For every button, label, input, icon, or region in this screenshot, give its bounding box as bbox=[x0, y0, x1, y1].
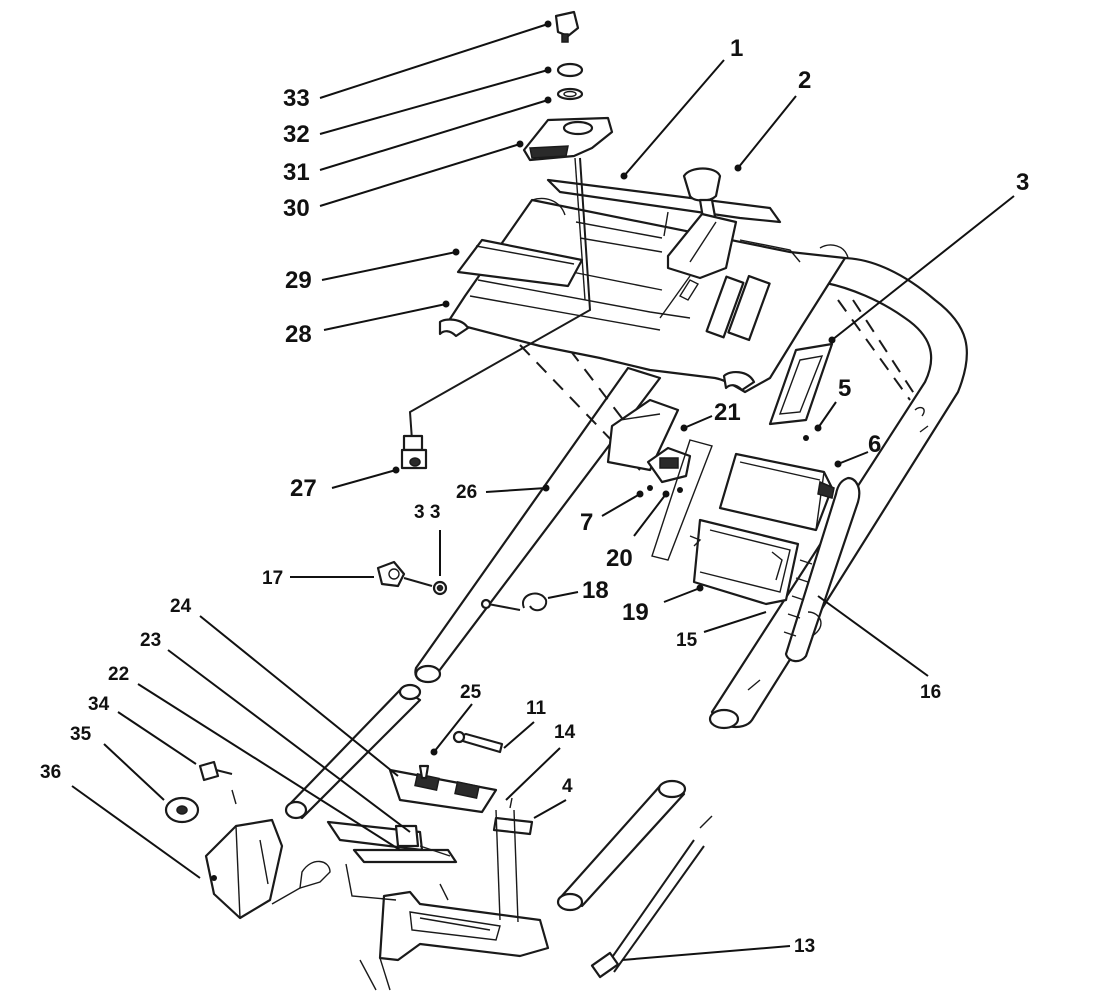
callout-4: 4 bbox=[562, 776, 573, 797]
switch-wire bbox=[408, 157, 592, 441]
lower-left-tube bbox=[284, 683, 422, 820]
callout-3: 3 bbox=[1016, 169, 1029, 196]
battery-box bbox=[651, 439, 800, 606]
decal-part-1 bbox=[546, 178, 782, 224]
left-mount-bracket bbox=[204, 818, 284, 920]
callout-20: 20 bbox=[606, 545, 633, 572]
clip-part-18 bbox=[480, 592, 548, 612]
callout-18: 18 bbox=[582, 577, 609, 604]
callout-labels: 33 32 31 30 29 28 1 2 3 5 6 21 7 20 19 1… bbox=[40, 35, 1029, 957]
switch-wire-2 bbox=[574, 157, 586, 301]
key-assembly bbox=[554, 10, 584, 101]
callout-33: 33 bbox=[283, 85, 310, 112]
bolt-part-34 bbox=[198, 760, 237, 805]
battery bbox=[718, 452, 835, 532]
left-handle-rail bbox=[414, 366, 662, 684]
lower-right-tube bbox=[556, 779, 687, 912]
console-panel bbox=[438, 197, 849, 394]
callout-15: 15 bbox=[676, 630, 698, 651]
plate-part-3 bbox=[768, 342, 834, 441]
callout-29: 29 bbox=[285, 267, 312, 294]
shift-lever-assembly bbox=[659, 167, 738, 319]
callout-32: 32 bbox=[283, 121, 310, 148]
callout-6: 6 bbox=[868, 431, 881, 458]
callout-31: 31 bbox=[283, 159, 310, 186]
lower-bracket-assembly bbox=[326, 730, 534, 864]
control-rod bbox=[590, 815, 713, 979]
callout-7: 7 bbox=[580, 509, 593, 536]
callout-5: 5 bbox=[838, 375, 851, 402]
callout-26: 26 bbox=[456, 482, 477, 503]
bolt-part-17 bbox=[376, 560, 433, 588]
callout-30: 30 bbox=[283, 195, 310, 222]
bracket-part-21 bbox=[606, 398, 680, 472]
leader-lines bbox=[71, 20, 1015, 961]
right-handle-rail bbox=[708, 257, 969, 730]
callout-36: 36 bbox=[40, 762, 61, 783]
decal-part-29 bbox=[456, 238, 584, 288]
connector-plug bbox=[400, 434, 428, 470]
callout-34: 34 bbox=[88, 694, 110, 715]
callout-25: 25 bbox=[460, 682, 482, 703]
hold-down-strap bbox=[783, 476, 861, 663]
callout-27: 27 bbox=[290, 475, 317, 502]
callout-23: 23 bbox=[140, 630, 161, 651]
callout-21: 21 bbox=[714, 399, 741, 426]
callout-1: 1 bbox=[730, 35, 743, 62]
callout-11: 11 bbox=[526, 698, 547, 719]
callout-13: 13 bbox=[794, 936, 815, 957]
callout-24: 24 bbox=[170, 596, 192, 617]
callout-28: 28 bbox=[285, 321, 312, 348]
callout-35: 35 bbox=[70, 724, 92, 745]
callout-16: 16 bbox=[920, 682, 941, 703]
callout-2: 2 bbox=[798, 67, 811, 94]
callout-19: 19 bbox=[622, 599, 649, 626]
ignition-switch-housing bbox=[522, 116, 614, 162]
nut-part-35 bbox=[164, 796, 200, 824]
callout-17: 17 bbox=[262, 568, 283, 589]
callout-33-small: 3 3 bbox=[414, 502, 440, 523]
frame-base bbox=[271, 809, 550, 991]
callout-14: 14 bbox=[554, 722, 576, 743]
callout-22: 22 bbox=[108, 664, 129, 685]
nut-part-33 bbox=[432, 580, 448, 596]
